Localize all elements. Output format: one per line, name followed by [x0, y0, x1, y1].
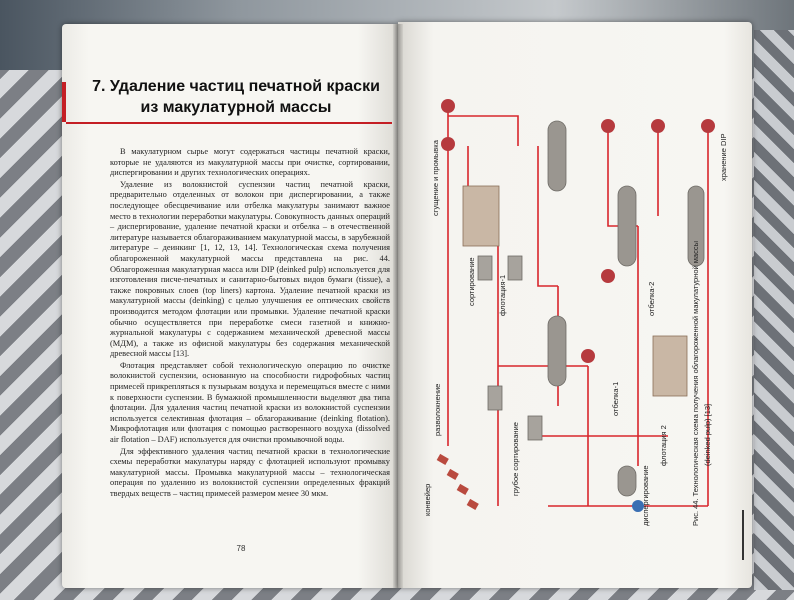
book-gutter [393, 24, 403, 588]
bale-icon [446, 468, 459, 480]
paragraph: В макулатурном сырье могут содержаться ч… [110, 147, 390, 178]
process-diagram: конвейер разволокнение грубое сортирован… [408, 86, 748, 536]
screen-icon [477, 255, 493, 281]
caption-line1: Рис. 44. Технологическая схема получения… [691, 241, 700, 526]
label-thickening: сгущение и промывка [431, 139, 440, 216]
paragraph: Для эффективного удаления частиц печатно… [110, 446, 390, 498]
label-pulping: разволокнение [433, 384, 442, 436]
paragraph: Удаление из волокнистой суспензии частиц… [110, 179, 390, 359]
pump-icon [601, 269, 615, 283]
pump-icon [651, 119, 665, 133]
tanks [547, 120, 705, 497]
pump-icon [701, 119, 715, 133]
pipe [448, 115, 519, 146]
label-flotation1: флотация-1 [498, 275, 507, 316]
diagram-labels: конвейер разволокнение грубое сортирован… [423, 134, 728, 527]
paragraph: Флотация представляет собой технологичес… [110, 360, 390, 445]
flotation-cells [462, 185, 688, 397]
diagram-svg: конвейер разволокнение грубое сортирован… [423, 99, 728, 527]
label-bleach1: отбелка-1 [611, 382, 620, 416]
conveyor [436, 453, 479, 510]
chapter-title: 7. Удаление частиц печатной краски из ма… [92, 78, 380, 116]
pump-icon [441, 99, 455, 113]
chapter-accent-bar [62, 82, 66, 122]
label-storage: хранение DIP [719, 134, 728, 182]
left-page [62, 24, 398, 588]
tank-icon [687, 185, 705, 267]
cover-edge-right [754, 30, 794, 590]
label-flotation2: флотация 2 [659, 425, 668, 466]
pump-icon [581, 349, 595, 363]
tank-icon [617, 185, 637, 267]
label-conveyor: конвейер [423, 484, 432, 516]
pump-icon [441, 137, 455, 151]
label-screening: сортирование [467, 257, 476, 306]
tank-icon [617, 465, 637, 497]
screen-icon [527, 415, 543, 441]
bale-icon [436, 453, 449, 465]
bale-icon [466, 498, 479, 510]
tank-icon [547, 315, 567, 387]
screen-icon [507, 255, 523, 281]
pipe [537, 146, 558, 287]
tank-icon [547, 120, 567, 192]
chapter-underline [66, 122, 392, 124]
pumps [441, 99, 715, 512]
pipe-network [447, 106, 709, 507]
bale-icon [456, 483, 469, 495]
flotation-cell-icon [652, 335, 688, 397]
screen-icon [487, 385, 503, 411]
figure-caption: Рис. 44. Технологическая схема получения… [691, 241, 712, 526]
label-bleach2: отбелка-2 [647, 282, 656, 316]
body-text: В макулатурном сырье могут содержаться ч… [110, 147, 390, 501]
screens [477, 255, 543, 441]
page-number: 78 [236, 544, 246, 553]
label-dispersion: диспергирование [641, 465, 650, 526]
page-edge-mark [742, 510, 744, 560]
pump-icon [601, 119, 615, 133]
flotation-cell-icon [462, 185, 500, 247]
label-coarse-screening: грубое сортирование [511, 422, 520, 496]
caption-line2: (deinked pulp) [13] [703, 404, 712, 466]
motor-icon [632, 500, 644, 512]
